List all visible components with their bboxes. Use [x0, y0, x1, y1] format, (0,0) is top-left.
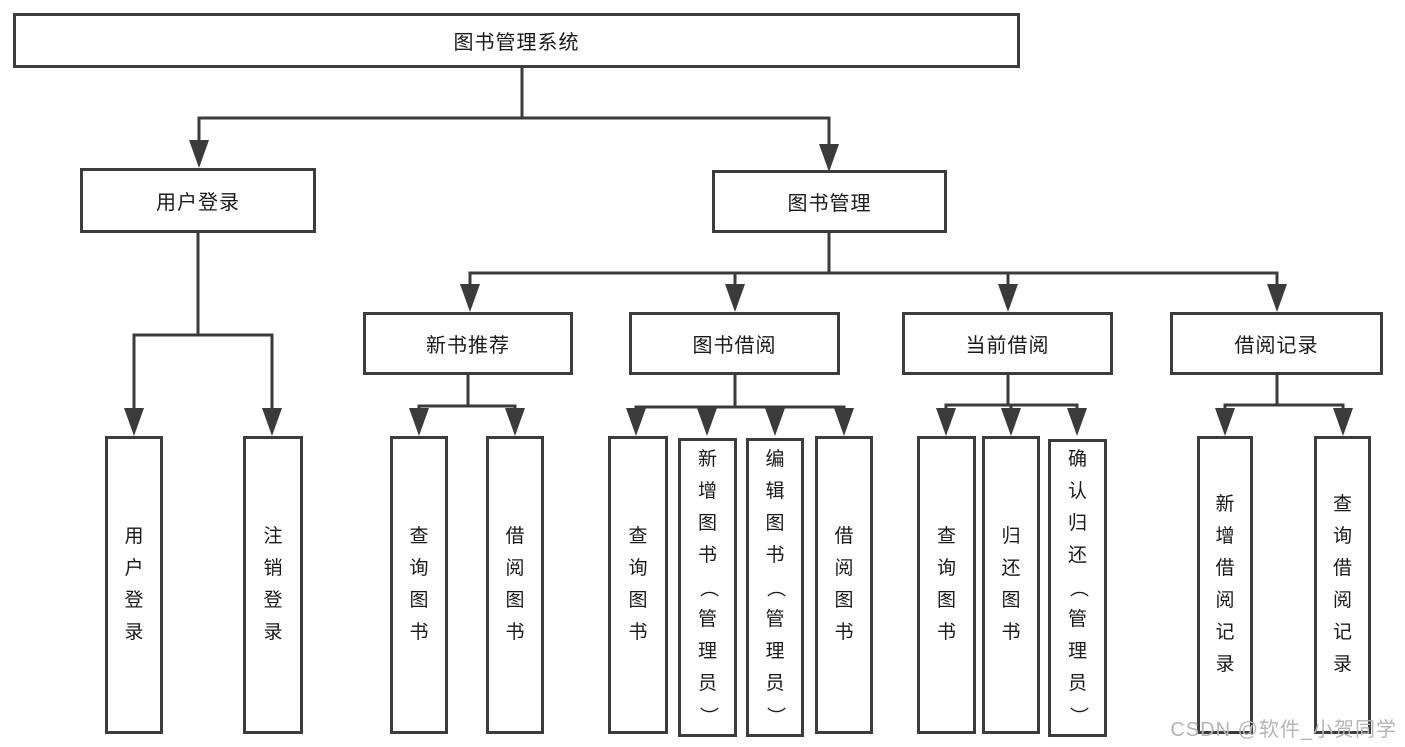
- node-confirm-return-admin: 确认归还（管理员）: [1048, 439, 1107, 737]
- node-logout-leaf-label: 注销登录: [263, 526, 283, 643]
- node-book-borrowing: 图书借阅: [629, 312, 840, 375]
- node-query-books-2: 查询图书: [608, 436, 668, 734]
- connector-borrowing-records: [1215, 375, 1353, 436]
- node-book-management-label: 图书管理: [787, 193, 872, 215]
- node-borrow-books-1: 借阅图书: [486, 436, 544, 734]
- connector-user-login: [124, 233, 282, 436]
- node-edit-books-admin-label: 编辑图书（管理员）: [764, 448, 786, 726]
- watermark: CSDN @软件_小贺同学: [1170, 719, 1397, 741]
- connector-new-book-recommend: [409, 375, 525, 436]
- node-borrow-books-2-label: 借阅图书: [834, 526, 854, 643]
- node-confirm-return-admin-label: 确认归还（管理员）: [1067, 449, 1089, 726]
- connector-current-borrowing: [936, 375, 1087, 436]
- node-borrowing-records-label: 借阅记录: [1234, 335, 1319, 357]
- node-logout-leaf: 注销登录: [243, 436, 303, 734]
- node-user-login-label: 用户登录: [156, 192, 240, 214]
- node-query-books-2-label: 查询图书: [628, 526, 648, 643]
- connector-book-management: [460, 233, 1287, 312]
- node-book-management: 图书管理: [712, 170, 947, 233]
- node-add-borrow-record: 新增借阅记录: [1197, 436, 1253, 734]
- node-new-book-recommend-label: 新书推荐: [426, 335, 510, 357]
- node-add-borrow-record-label: 新增借阅记录: [1215, 494, 1235, 675]
- node-return-books: 归还图书: [982, 436, 1040, 734]
- node-current-borrowing: 当前借阅: [902, 312, 1113, 375]
- node-user-login: 用户登录: [80, 168, 316, 233]
- node-user-login-leaf-label: 用户登录: [124, 526, 144, 643]
- node-user-login-leaf: 用户登录: [105, 436, 163, 734]
- node-query-books-3: 查询图书: [917, 436, 976, 734]
- node-query-books-1-label: 查询图书: [409, 526, 429, 643]
- node-borrow-books-2: 借阅图书: [815, 436, 873, 734]
- node-add-books-admin-label: 新增图书（管理员）: [697, 448, 719, 726]
- node-borrow-books-1-label: 借阅图书: [505, 526, 525, 643]
- node-add-books-admin: 新增图书（管理员）: [678, 438, 737, 737]
- node-query-borrow-record: 查询借阅记录: [1314, 436, 1371, 734]
- node-book-borrowing-label: 图书借阅: [692, 335, 777, 357]
- node-library-system: 图书管理系统: [13, 13, 1020, 68]
- node-current-borrowing-label: 当前借阅: [965, 335, 1050, 357]
- connector-book-borrowing: [626, 375, 854, 436]
- node-return-books-label: 归还图书: [1001, 526, 1021, 643]
- node-query-books-1: 查询图书: [390, 436, 448, 734]
- connector-root: [189, 68, 839, 172]
- node-query-books-3-label: 查询图书: [936, 526, 956, 643]
- node-query-borrow-record-label: 查询借阅记录: [1332, 494, 1352, 675]
- node-library-system-label: 图书管理系统: [453, 32, 580, 54]
- node-new-book-recommend: 新书推荐: [363, 312, 573, 375]
- node-edit-books-admin: 编辑图书（管理员）: [746, 438, 804, 737]
- node-borrowing-records: 借阅记录: [1170, 312, 1383, 375]
